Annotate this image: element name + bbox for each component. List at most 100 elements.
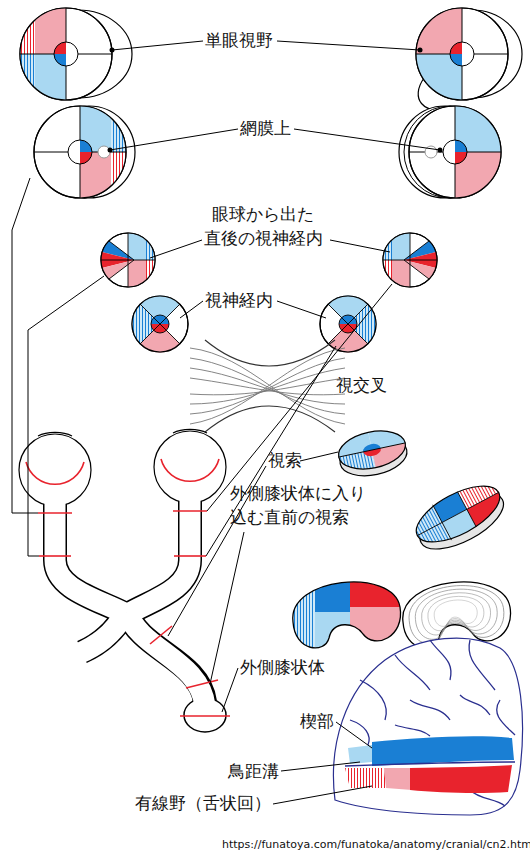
brain-illustration — [497, 700, 515, 735]
tract-section — [335, 425, 409, 474]
leader-line — [222, 668, 238, 712]
brain-illustration — [360, 680, 386, 720]
leader-line — [277, 301, 326, 318]
section-mark — [174, 555, 206, 557]
optic-pathway — [55, 500, 205, 706]
lgn-section — [315, 612, 350, 657]
chiasm-fibres — [190, 378, 345, 395]
visual-field-right — [416, 8, 508, 100]
visual-field-left — [20, 54, 35, 100]
lgn-layers — [422, 593, 491, 635]
brain-illustration — [348, 745, 372, 764]
cortex-label: 有線野（舌状回） — [135, 792, 271, 816]
brain-illustration — [333, 638, 522, 815]
chiasm-fibres — [205, 406, 335, 432]
chiasm-fibres — [190, 348, 345, 424]
leader-line — [281, 762, 360, 771]
eyeball — [154, 431, 226, 503]
chiasm-fibres — [190, 358, 345, 414]
optic-pathway — [55, 503, 126, 614]
tract-section — [467, 492, 508, 527]
brain-illustration — [460, 695, 490, 715]
tract-section — [339, 443, 406, 457]
leader-line — [273, 786, 372, 804]
retina-left — [98, 146, 110, 158]
retina-left — [34, 106, 126, 198]
source-url: https://funatoya.com/funatoka/anatomy/cr… — [222, 837, 530, 852]
chiasm-label: 視交叉 — [336, 374, 387, 398]
leader-line — [330, 240, 390, 252]
tract-section — [408, 475, 512, 561]
brain-illustration — [395, 725, 430, 736]
optic-pathway — [78, 612, 126, 654]
visual-field-right — [416, 8, 522, 110]
chiasm-fibres — [190, 368, 345, 404]
leader-line — [112, 41, 203, 50]
chiasm-fibres — [190, 358, 345, 414]
leader-dot — [108, 48, 443, 153]
retina-right — [443, 140, 467, 164]
retina-right — [399, 106, 501, 198]
retina-left — [34, 106, 135, 198]
brain-illustration — [384, 768, 412, 790]
leader-dot — [110, 48, 115, 53]
visual-field-left — [54, 42, 78, 66]
retina-left — [111, 106, 126, 152]
field-label: 単眼視野 — [205, 29, 273, 53]
visual-field-left — [54, 42, 78, 66]
eyeball — [19, 429, 226, 506]
leader-dot — [438, 148, 443, 153]
tract-section — [335, 425, 409, 474]
eyeball — [173, 429, 207, 433]
retina-left — [111, 152, 126, 198]
tract-section — [408, 475, 508, 554]
brain-illustration — [333, 638, 522, 815]
visual-field-left — [20, 8, 35, 54]
brain-illustration — [395, 655, 430, 690]
brain-illustration — [345, 762, 515, 766]
visual-field-left — [20, 8, 132, 100]
lgn-layers — [409, 586, 504, 644]
leader-line — [28, 276, 104, 556]
leader-line — [180, 301, 203, 318]
nerve-section — [132, 296, 188, 353]
optic-pathway — [55, 504, 126, 614]
chiasm-fibres — [190, 348, 345, 424]
tract-section — [408, 475, 508, 554]
optic-pathway — [128, 500, 190, 614]
nerve-section — [320, 296, 376, 353]
chiasm-fibres — [190, 340, 345, 432]
visual-field-right — [416, 8, 508, 100]
leader-line — [210, 532, 244, 684]
optic-pathway — [128, 501, 190, 614]
visual-field-right — [450, 42, 474, 66]
brain-illustration — [345, 768, 386, 788]
lgn-section — [285, 562, 405, 657]
section-mark — [180, 715, 230, 717]
retina-right — [455, 152, 501, 198]
eyeball — [26, 462, 84, 484]
leader-dot — [108, 148, 113, 153]
nerve-section — [101, 233, 155, 287]
lgn-label: 外側膝状体 — [240, 656, 325, 680]
leader-line — [300, 452, 338, 461]
leader-line — [277, 41, 420, 50]
section-mark — [173, 510, 207, 512]
visual-field-left — [20, 8, 112, 100]
leader-line — [12, 41, 440, 804]
retina-left — [68, 140, 92, 164]
visual-field-right — [416, 54, 462, 100]
leader-line — [110, 129, 238, 150]
leader-line — [207, 284, 392, 511]
chiasm-fibres — [205, 340, 335, 366]
lgn-section — [350, 607, 405, 657]
nerve-label: 眼球から出た 直後の視神経内 — [196, 203, 330, 251]
tract-section — [335, 425, 410, 481]
retina-right — [409, 106, 501, 198]
visual-field-left — [20, 54, 66, 100]
chiasm-fibres — [190, 368, 345, 404]
brain-illustration — [410, 700, 450, 720]
